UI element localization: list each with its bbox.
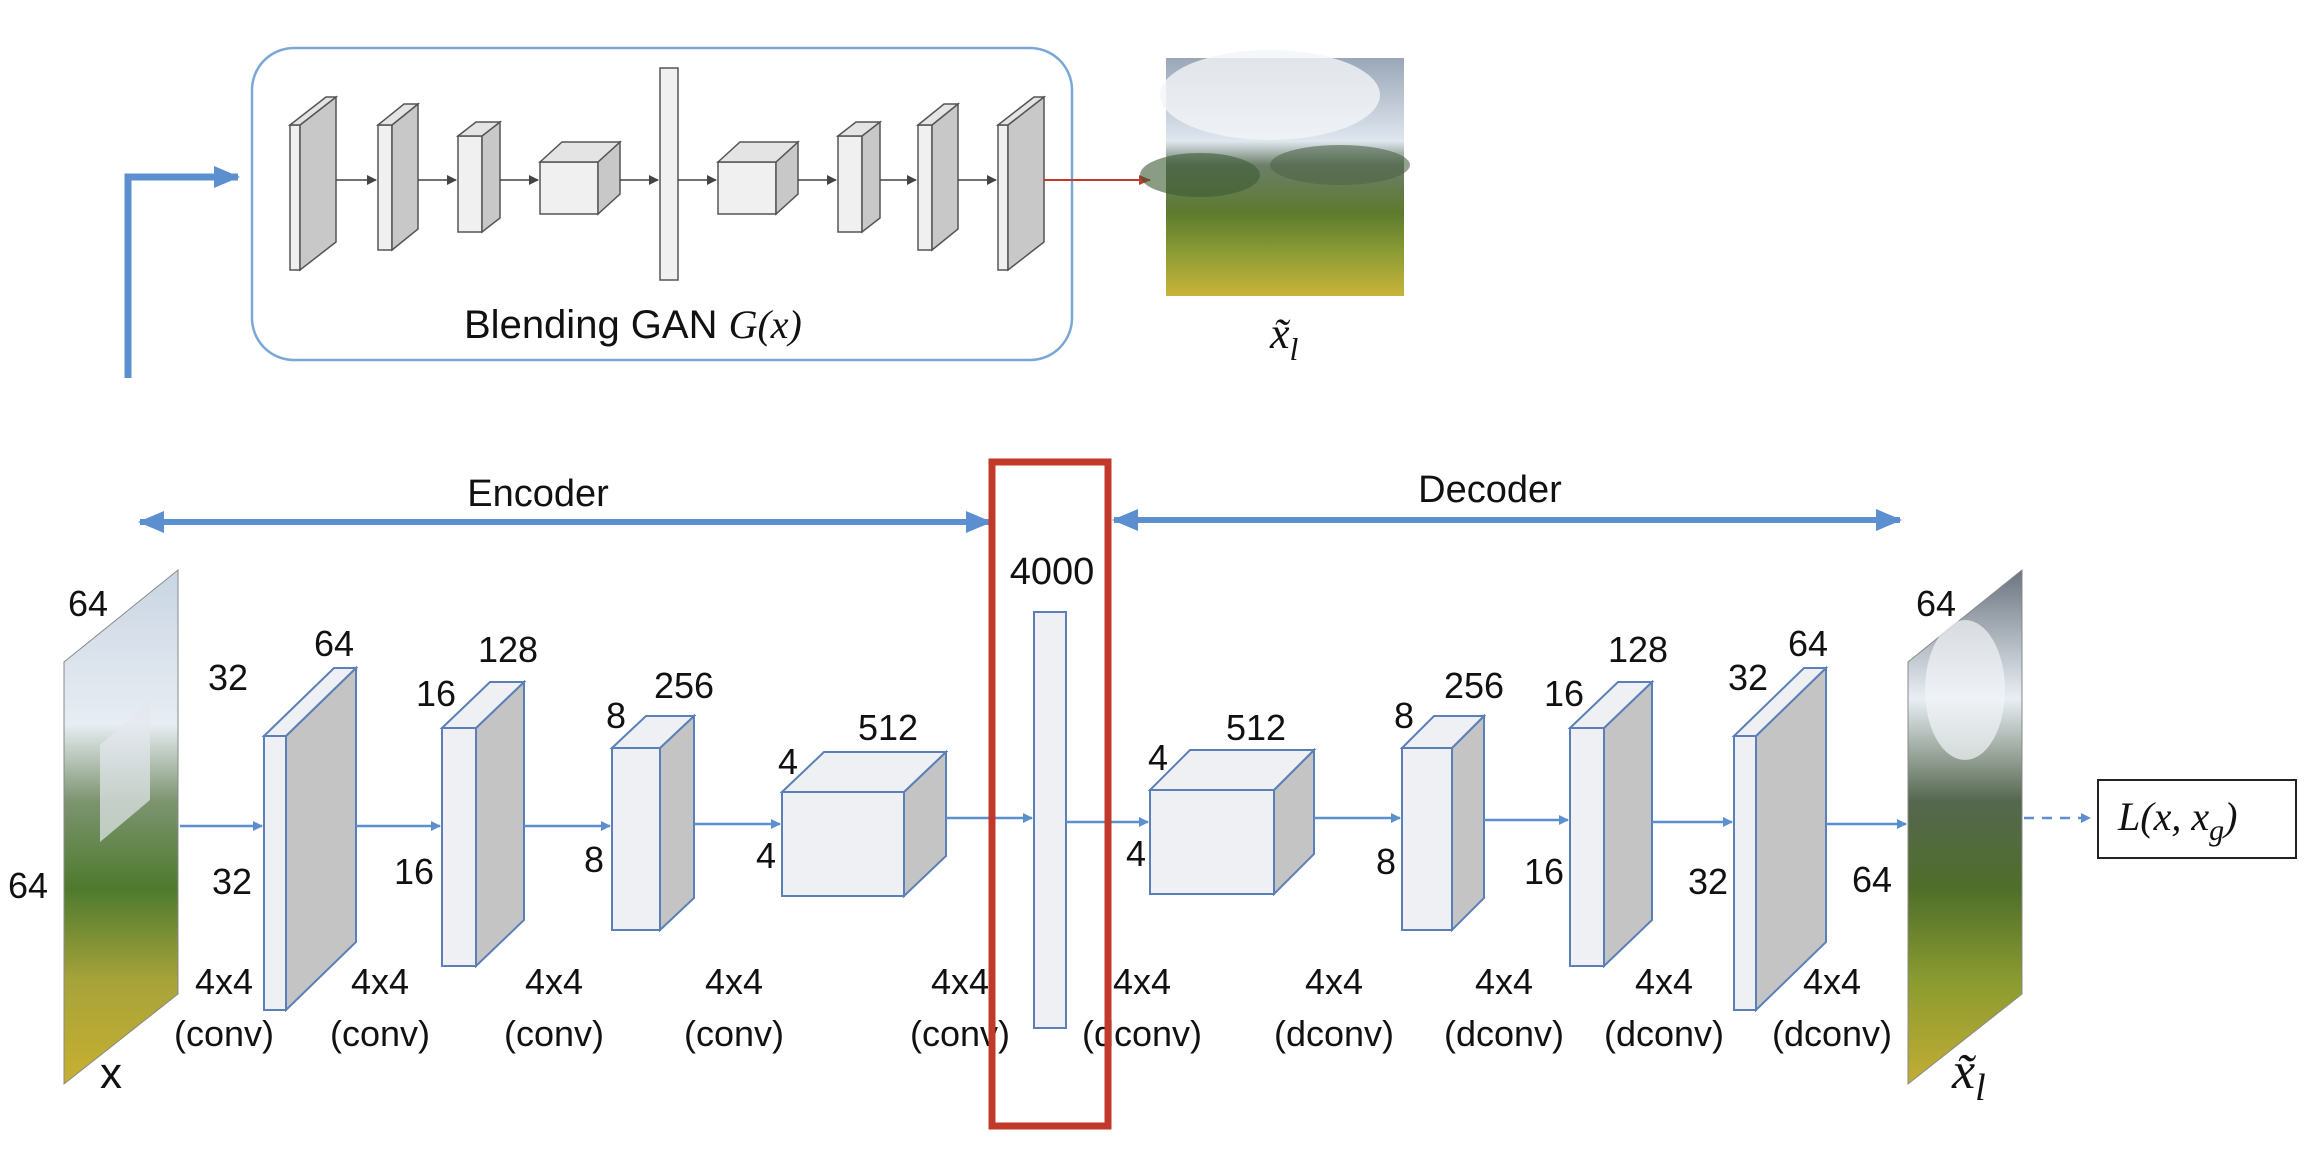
gan-layer bbox=[835, 120, 883, 234]
op-kernel: 4x4 bbox=[351, 961, 409, 1002]
dim-label: 128 bbox=[1608, 629, 1668, 670]
gan-layer bbox=[455, 120, 503, 234]
encoder-block-4 bbox=[779, 749, 949, 899]
feed-arrow bbox=[124, 166, 240, 378]
dim-label: 8 bbox=[1394, 695, 1414, 736]
dim-label: 64 bbox=[1788, 623, 1828, 664]
blending-gan-frame bbox=[250, 46, 1074, 362]
gan-layer bbox=[915, 102, 961, 252]
dim-label: 128 bbox=[478, 629, 538, 670]
bottleneck-bar bbox=[1033, 611, 1067, 1029]
op-type: (dconv) bbox=[1444, 1013, 1564, 1054]
op-type: (dconv) bbox=[1082, 1013, 1202, 1054]
dim-label: 32 bbox=[1688, 861, 1728, 902]
op-kernel: 4x4 bbox=[525, 961, 583, 1002]
dim-label: 512 bbox=[1226, 707, 1286, 748]
decoder-block-2 bbox=[1399, 713, 1487, 933]
dim-label: 512 bbox=[858, 707, 918, 748]
output-height: 64 bbox=[1852, 859, 1892, 900]
op-type: (dconv) bbox=[1274, 1013, 1394, 1054]
gan-output-image bbox=[1140, 50, 1410, 296]
dim-label: 8 bbox=[1376, 841, 1396, 882]
dim-label: 256 bbox=[654, 665, 714, 706]
gan-layer bbox=[538, 140, 622, 216]
op-type: (dconv) bbox=[1772, 1013, 1892, 1054]
gan-output-label: x̃l bbox=[1269, 309, 1299, 367]
op-kernel: 4x4 bbox=[1635, 961, 1693, 1002]
input-width: 64 bbox=[68, 583, 108, 624]
gan-bottleneck bbox=[659, 67, 679, 281]
gan-layer bbox=[995, 95, 1047, 272]
loss-subscript: g bbox=[2209, 814, 2224, 847]
encoder-dim-labels: 32 64 32 16 128 16 8 256 8 4 512 4 bbox=[208, 623, 918, 902]
output-subscript: l bbox=[1975, 1067, 1986, 1109]
encoder-block-1 bbox=[261, 665, 359, 1013]
decoder-block-1 bbox=[1147, 747, 1317, 897]
loss-text: L(x, x bbox=[2117, 794, 2209, 839]
op-labels: 4x4 (conv) 4x4 (conv) 4x4 (conv) 4x4 (co… bbox=[174, 961, 1892, 1054]
op-type: (conv) bbox=[684, 1013, 784, 1054]
op-kernel: 4x4 bbox=[195, 961, 253, 1002]
dim-label: 4 bbox=[1126, 833, 1146, 874]
decoder-dim-labels: 4 512 4 8 256 8 16 128 16 32 64 32 bbox=[1126, 623, 1828, 902]
decoder-block-3 bbox=[1567, 679, 1655, 969]
gan-layer bbox=[375, 102, 421, 252]
input-height: 64 bbox=[8, 865, 48, 906]
loss-box bbox=[2097, 779, 2297, 859]
op-kernel: 4x4 bbox=[1475, 961, 1533, 1002]
dim-label: 32 bbox=[1728, 657, 1768, 698]
op-kernel: 4x4 bbox=[1305, 961, 1363, 1002]
op-kernel: 4x4 bbox=[1113, 961, 1171, 1002]
dim-label: 64 bbox=[314, 623, 354, 664]
dim-label: 16 bbox=[1524, 851, 1564, 892]
dim-label: 4 bbox=[778, 741, 798, 782]
op-kernel: 4x4 bbox=[931, 961, 989, 1002]
gan-layer bbox=[287, 95, 339, 272]
bottleneck-highlight bbox=[988, 458, 1112, 1130]
output-image bbox=[1907, 568, 2023, 1086]
output-name: x̃l bbox=[1951, 1043, 1986, 1109]
op-kernel: 4x4 bbox=[705, 961, 763, 1002]
dim-label: 16 bbox=[416, 673, 456, 714]
gan-layer bbox=[716, 140, 800, 216]
dim-label: 32 bbox=[208, 657, 248, 698]
dim-label: 8 bbox=[606, 695, 626, 736]
dim-label: 256 bbox=[1444, 665, 1504, 706]
bottleneck-size: 4000 bbox=[1010, 551, 1095, 593]
op-type: (dconv) bbox=[1604, 1013, 1724, 1054]
op-type: (conv) bbox=[504, 1013, 604, 1054]
output-width: 64 bbox=[1916, 583, 1956, 624]
op-type: (conv) bbox=[174, 1013, 274, 1054]
dim-label: 8 bbox=[584, 839, 604, 880]
encoder-label: Encoder bbox=[467, 473, 609, 515]
gan-layers bbox=[287, 67, 1047, 281]
dim-label: 16 bbox=[394, 851, 434, 892]
dim-label: 4 bbox=[1148, 737, 1168, 778]
dim-label: 32 bbox=[212, 861, 252, 902]
op-kernel: 4x4 bbox=[1803, 961, 1861, 1002]
gan-output-subscript: l bbox=[1290, 331, 1299, 367]
dim-label: 4 bbox=[756, 835, 776, 876]
input-name: x bbox=[100, 1049, 122, 1098]
decoder-label: Decoder bbox=[1418, 469, 1562, 511]
op-type: (conv) bbox=[330, 1013, 430, 1054]
loss-label: L(x, xg) bbox=[2117, 794, 2237, 847]
flow-arrows bbox=[180, 813, 1907, 831]
blending-gan-text: Blending GAN bbox=[464, 303, 729, 347]
dim-label: 16 bbox=[1544, 673, 1584, 714]
gan-output-symbol: x̃ bbox=[1269, 309, 1291, 358]
loss-close: ) bbox=[2222, 794, 2237, 839]
output-symbol: x̃ bbox=[1951, 1043, 1976, 1100]
encoder-block-2 bbox=[439, 679, 527, 969]
decoder-block-4 bbox=[1731, 665, 1829, 1013]
input-image bbox=[63, 568, 179, 1086]
encoder-block-3 bbox=[609, 713, 697, 933]
blending-gan-label: Blending GAN G(x) bbox=[464, 302, 802, 347]
blending-gan-math: G(x) bbox=[729, 302, 802, 347]
